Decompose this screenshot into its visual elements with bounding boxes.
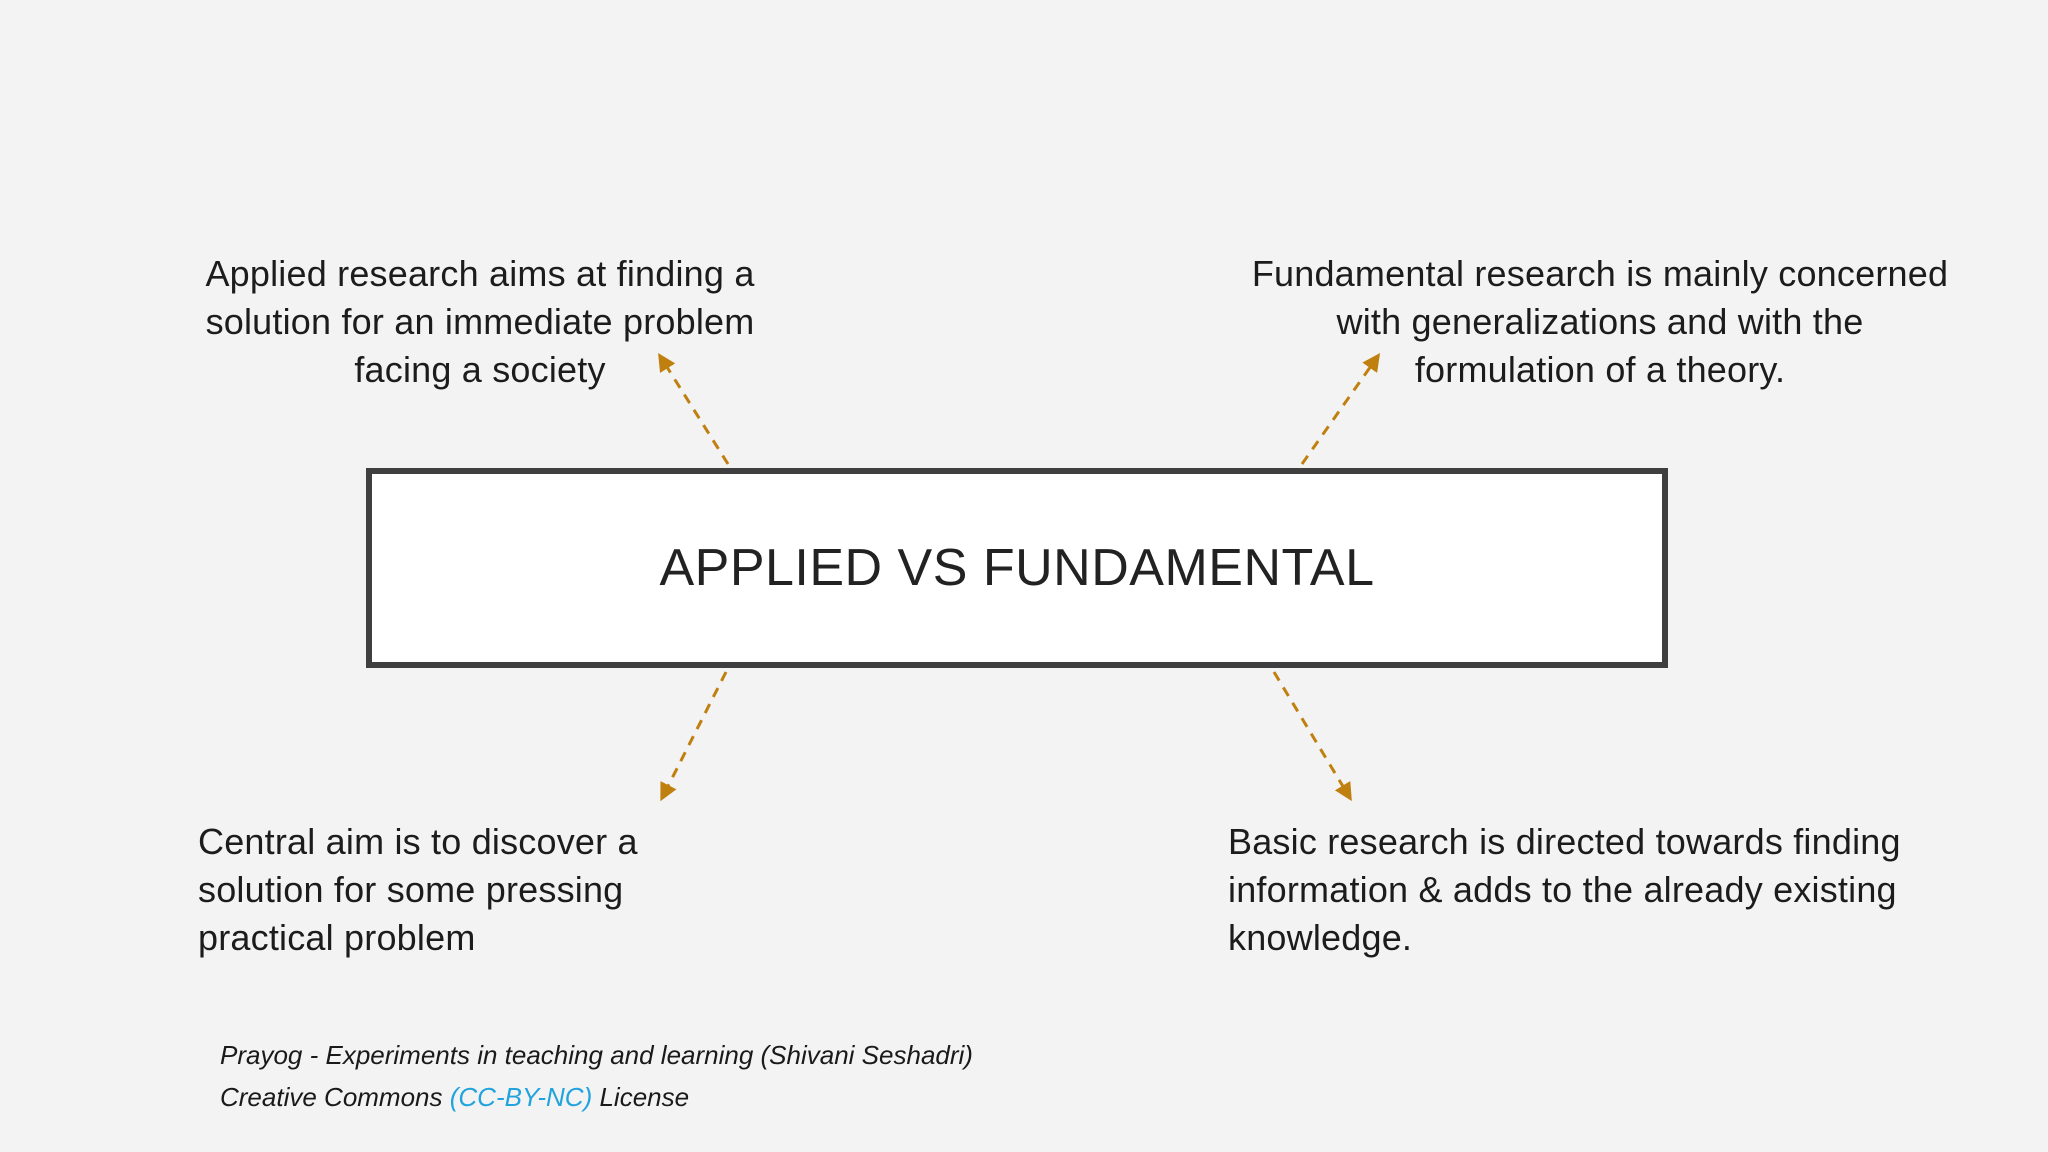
center-title-box: APPLIED VS FUNDAMENTAL (366, 468, 1668, 668)
node-top-right: Fundamental research is mainly concerned… (1240, 250, 1960, 394)
node-line: solution for an immediate problem (205, 301, 755, 342)
node-line: practical problem (198, 917, 476, 958)
license-prefix: Creative Commons (220, 1082, 450, 1112)
node-line: Applied research aims at finding a (205, 253, 755, 294)
node-line: Fundamental research is mainly concerned (1251, 253, 1949, 294)
node-line: formulation of a theory. (1414, 349, 1786, 390)
credits-source: Prayog - Experiments in teaching and lea… (220, 1040, 973, 1070)
node-top-left: Applied research aims at finding a solut… (160, 250, 800, 394)
license-link[interactable]: (CC-BY-NC) (449, 1082, 593, 1112)
arrow-to-bottom-left (660, 671, 728, 802)
node-line: Central aim is to discover a (198, 821, 638, 862)
arrow-to-top-right (1300, 353, 1381, 465)
license-suffix: License (592, 1082, 690, 1112)
center-title: APPLIED VS FUNDAMENTAL (659, 539, 1375, 597)
node-bottom-right: Basic research is directed towards findi… (1228, 818, 1988, 962)
node-line: facing a society (354, 349, 606, 390)
node-line: knowledge. (1228, 917, 1413, 958)
node-line: with generalizations and with the (1336, 301, 1864, 342)
node-bottom-left: Central aim is to discover a solution fo… (198, 818, 798, 962)
arrow-to-top-left (658, 352, 730, 465)
arrow-to-bottom-right (1272, 671, 1352, 802)
node-line: Basic research is directed towards findi… (1228, 821, 1901, 862)
node-line: solution for some pressing (198, 869, 624, 910)
node-line: information & adds to the already existi… (1228, 869, 1897, 910)
credits: Prayog - Experiments in teaching and lea… (220, 1034, 973, 1118)
credits-license: Creative Commons (CC-BY-NC) License (220, 1076, 973, 1118)
